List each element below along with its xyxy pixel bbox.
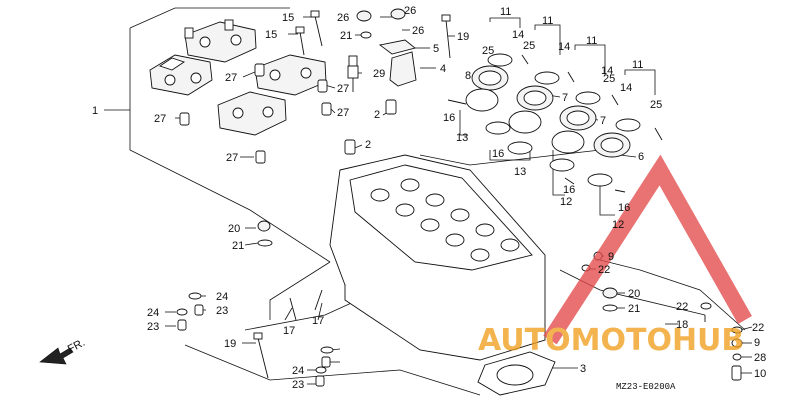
callout-25: 25 <box>650 99 662 111</box>
callout-16: 16 <box>492 148 504 160</box>
callout-26: 26 <box>412 25 424 37</box>
camshaft-holder-3 <box>254 54 327 96</box>
callout-25: 25 <box>523 40 535 52</box>
intake-insulators <box>447 53 663 193</box>
callout-12: 12 <box>560 196 572 208</box>
callout-4: 4 <box>440 63 446 75</box>
automotohub-watermark: AUTOMOTOHUB <box>478 154 752 358</box>
callout-1: 1 <box>92 105 98 117</box>
callout-26: 26 <box>337 12 349 24</box>
callout-28: 28 <box>754 352 766 364</box>
callout-7: 7 <box>562 92 568 104</box>
callout-22: 22 <box>598 264 610 276</box>
callout-18: 18 <box>676 319 688 331</box>
callout-16: 16 <box>563 184 575 196</box>
camshaft-holder-2 <box>184 19 257 63</box>
insulator-4 <box>593 132 631 158</box>
callout-14: 14 <box>601 65 613 77</box>
callout-20: 20 <box>628 288 640 300</box>
callout-20: 20 <box>228 223 240 235</box>
callout-numbers: 1 2 2 3 4 5 6 7 7 8 9 9 10 11 11 11 11 1… <box>92 5 766 391</box>
callout-27: 27 <box>337 83 349 95</box>
diagram-code: MZ23-E0200A <box>616 382 676 392</box>
callout-11: 11 <box>586 35 597 47</box>
callout-14: 14 <box>620 82 632 94</box>
callout-17: 17 <box>283 325 295 337</box>
breather-hardware <box>344 8 451 155</box>
lower-left-hardware <box>176 220 334 387</box>
callout-5: 5 <box>433 43 439 55</box>
insulator-2 <box>508 85 554 134</box>
callout-22: 22 <box>752 322 764 334</box>
callout-25: 25 <box>603 73 615 85</box>
callout-11: 11 <box>500 6 511 18</box>
callout-19: 19 <box>224 338 236 350</box>
callout-3: 3 <box>580 363 586 375</box>
camshaft-holder-4 <box>217 91 287 136</box>
camshaft-holder-1 <box>149 54 213 96</box>
callout-6: 6 <box>638 151 644 163</box>
bolts-and-spark-plug <box>295 10 359 92</box>
callout-23: 23 <box>216 305 228 317</box>
callout-11: 11 <box>632 59 643 71</box>
spark-plug <box>347 55 359 92</box>
cylinder-head <box>329 154 546 361</box>
callout-16: 16 <box>618 202 630 214</box>
callout-2: 2 <box>374 109 380 121</box>
callout-12: 12 <box>612 219 624 231</box>
callout-7: 7 <box>600 115 606 127</box>
callout-17: 17 <box>312 315 324 327</box>
callout-15: 15 <box>282 12 294 24</box>
callout-21: 21 <box>340 30 352 42</box>
camshaft-holders <box>149 19 327 136</box>
callout-14: 14 <box>512 29 524 41</box>
front-direction-arrow: FR. <box>39 337 87 365</box>
callout-23: 23 <box>292 379 304 391</box>
callout-27: 27 <box>226 152 238 164</box>
callout-24: 24 <box>216 291 228 303</box>
callout-19: 19 <box>457 31 469 43</box>
callout-10: 10 <box>754 368 766 380</box>
direction-label: FR. <box>66 337 87 356</box>
callout-8: 8 <box>465 70 471 82</box>
callout-29: 29 <box>373 68 385 80</box>
callout-2: 2 <box>365 139 371 151</box>
callout-9: 9 <box>754 337 760 349</box>
callout-11: 11 <box>542 15 553 27</box>
callout-15: 15 <box>265 29 277 41</box>
dowel-pins <box>179 63 332 164</box>
callout-21: 21 <box>628 303 640 315</box>
callout-14: 14 <box>558 41 570 53</box>
callout-27: 27 <box>337 107 349 119</box>
callout-22: 22 <box>676 301 688 313</box>
callout-25: 25 <box>482 45 494 57</box>
callout-23: 23 <box>147 321 159 333</box>
callout-13: 13 <box>514 166 526 178</box>
callout-21: 21 <box>232 240 244 252</box>
callout-9: 9 <box>608 251 614 263</box>
insulator-1 <box>465 65 509 112</box>
callout-16: 16 <box>443 112 455 124</box>
callout-27: 27 <box>225 72 237 84</box>
callout-13: 13 <box>456 132 468 144</box>
watermark-brand: AUTOMOTOHUB <box>478 323 744 358</box>
insulator-3 <box>551 105 597 154</box>
head-wells <box>370 178 520 262</box>
watermark-triangle <box>543 154 752 345</box>
callout-27: 27 <box>154 113 166 125</box>
callout-24: 24 <box>147 307 159 319</box>
callout-26: 26 <box>404 5 416 17</box>
head-gasket <box>477 351 556 396</box>
callout-24: 24 <box>292 365 304 377</box>
